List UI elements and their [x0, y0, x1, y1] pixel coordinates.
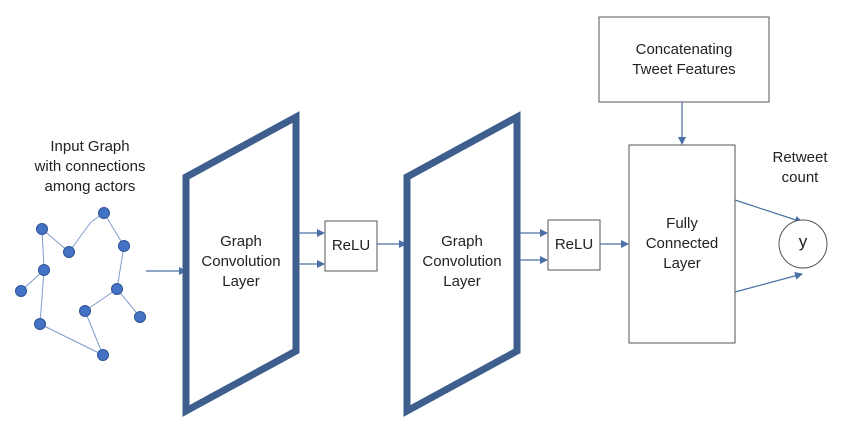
relu-2-box — [547, 219, 601, 271]
tweet-features-label-line: Concatenating — [635, 41, 733, 58]
fully-connected-label-line: Fully — [666, 215, 698, 232]
output-node — [778, 219, 828, 269]
graph-edges — [20, 212, 141, 356]
graph-node — [15, 285, 27, 297]
relu-2-label: ReLU — [554, 236, 594, 253]
relu-1-label: ReLU — [331, 237, 371, 254]
fully-connected-label-line: Connected — [645, 235, 719, 252]
graph-node — [38, 264, 50, 276]
gcn-layer-2-label: Graph Convolution Layer — [412, 232, 512, 292]
input-graph-label: Input Graph with connections among actor… — [20, 137, 160, 197]
graph-node — [63, 246, 75, 258]
output-label-line: Retweet — [772, 149, 828, 166]
tweet-features-box — [598, 16, 770, 103]
graph-edge — [68, 221, 92, 253]
fully-connected-label: Fully Connected Layer — [629, 214, 735, 274]
gcn-layer-2-label-line: Layer — [443, 273, 481, 290]
graph-nodes — [15, 207, 146, 361]
input-graph-label-line: with connections — [34, 158, 146, 175]
graph-edge — [41, 228, 45, 271]
output-label-line: count — [781, 169, 819, 186]
graph-edge — [84, 288, 118, 312]
gcn-layer-1-label: Graph Convolution Layer — [191, 232, 291, 292]
output-symbol: y — [798, 232, 808, 251]
gcn-layer-2-label-line: Graph — [441, 233, 483, 250]
graph-edge — [103, 212, 125, 247]
relu-1-box — [324, 220, 378, 272]
arrow-fc-to-output-top — [734, 199, 803, 224]
graph-node — [36, 223, 48, 235]
graph-node — [34, 318, 46, 330]
graph-node — [134, 311, 146, 323]
gcn-layer-2-plate — [403, 111, 521, 417]
graph-edge — [84, 310, 104, 356]
tweet-features-label-line: Tweet Features — [632, 61, 736, 78]
graph-node — [111, 283, 123, 295]
graph-edge — [116, 245, 125, 290]
graph-node — [118, 240, 130, 252]
tweet-features-label: Concatenating Tweet Features — [599, 40, 769, 80]
input-graph-label-line: Input Graph — [50, 138, 130, 155]
graph-edge — [116, 288, 141, 318]
graph-node — [97, 349, 109, 361]
graph-edge — [39, 323, 104, 356]
gcn-layer-1-label-line: Convolution — [201, 253, 281, 270]
fully-connected-box — [628, 144, 736, 344]
graph-node — [79, 305, 91, 317]
graph-edge — [39, 269, 45, 325]
gcn-layer-1-label-line: Layer — [222, 273, 260, 290]
fully-connected-label-line: Layer — [663, 255, 701, 272]
gcn-layer-1-label-line: Graph — [220, 233, 262, 250]
input-graph-label-line: among actors — [44, 178, 136, 195]
gcn-layer-2-label-line: Convolution — [422, 253, 502, 270]
output-label: Retweet count — [760, 148, 840, 188]
arrow-fc-to-output-bottom — [734, 271, 803, 293]
graph-node — [98, 207, 110, 219]
gcn-layer-1-plate — [182, 111, 300, 417]
input-graph — [15, 207, 146, 361]
